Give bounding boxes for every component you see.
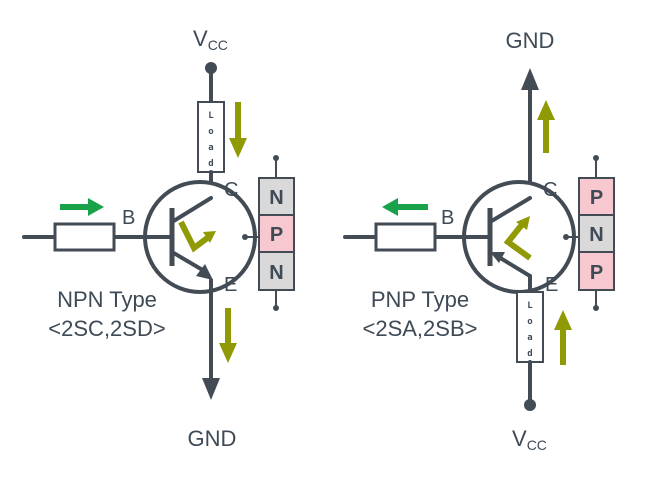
pnp-vcc-terminal <box>524 399 536 411</box>
npn-emitter-label: E <box>224 274 237 296</box>
pnp-load-char: o <box>527 317 532 327</box>
pnp-type-label: PNP Type <box>371 287 469 312</box>
pnp-parts-label: <2SA,2SB> <box>363 316 478 341</box>
pnp-load-char: L <box>527 301 533 311</box>
pnp-gnd-arrow-icon <box>521 68 539 90</box>
npn-parts-label: <2SC,2SD> <box>48 316 165 341</box>
npn-gnd-label: GND <box>188 426 237 451</box>
pnp-layer-label: P <box>590 262 603 284</box>
npn-layer-label: N <box>269 187 283 209</box>
pnp-load-resistor <box>516 291 544 363</box>
npn-collector-lead <box>170 196 213 224</box>
pnp-current-arrow-bottom-head <box>554 310 572 330</box>
pnp-emitter-label: E <box>545 274 558 296</box>
pnp-internal-current-head <box>516 216 530 230</box>
pnp-layer-label: P <box>590 187 603 209</box>
npn-gnd-arrow-icon <box>202 378 220 400</box>
npn-base-label: B <box>122 207 135 229</box>
pnp-current-arrow-top-head <box>537 100 555 120</box>
npn-internal-current <box>178 220 212 253</box>
npn-emitter-lead <box>170 250 208 274</box>
npn-collector-label: C <box>224 179 238 201</box>
npn-vcc-label: VCC <box>193 26 228 53</box>
npn-current-arrow-top-head <box>229 138 247 158</box>
pnp-layer-n <box>578 214 615 253</box>
pnp-load-char: d <box>527 349 532 359</box>
pnp-circuit: GND L o a d VCC B <box>343 28 615 453</box>
npn-load-char: d <box>208 159 213 169</box>
npn-load-resistor <box>197 101 225 173</box>
npn-layer-p <box>258 214 295 253</box>
pnp-layer-top-dot <box>593 155 599 161</box>
pnp-base-resistor <box>374 222 437 252</box>
pnp-layer-p-bottom <box>578 251 615 291</box>
pnp-internal-current <box>503 220 532 261</box>
pnp-base-label: B <box>441 207 454 229</box>
npn-layer-n-bottom <box>258 251 295 291</box>
npn-base-current-head <box>88 198 104 216</box>
pnp-layer-label: N <box>589 224 603 246</box>
npn-load-char: a <box>208 143 213 153</box>
npn-load-char: o <box>208 127 213 137</box>
pnp-collector-lead <box>488 196 532 224</box>
npn-layer-bottom-dot <box>273 305 279 311</box>
pnp-layer-bottom-dot <box>593 305 599 311</box>
pnp-emitter-lead <box>495 254 532 278</box>
npn-layer-label: P <box>270 224 283 246</box>
pnp-layer-base-dot <box>563 234 569 240</box>
pnp-gnd-label: GND <box>506 28 555 53</box>
npn-layer-label: N <box>269 262 283 284</box>
npn-emitter-arrow-icon <box>196 264 213 280</box>
pnp-emitter-arrow-icon <box>490 252 505 263</box>
pnp-layer-p-top <box>578 177 615 216</box>
npn-layer-top-dot <box>273 155 279 161</box>
npn-circuit: VCC L o a d <box>22 26 295 451</box>
pnp-vcc-label: VCC <box>512 426 547 453</box>
pnp-base-current-head <box>382 198 398 216</box>
pnp-collector-label: C <box>543 179 557 201</box>
npn-emitter-current-head <box>219 343 237 363</box>
npn-internal-current-head <box>203 231 216 243</box>
pnp-load-char: a <box>527 333 532 343</box>
npn-layer-base-dot <box>242 234 248 240</box>
npn-load-char: L <box>208 111 214 121</box>
npn-base-resistor <box>53 222 116 252</box>
npn-type-label: NPN Type <box>57 287 157 312</box>
